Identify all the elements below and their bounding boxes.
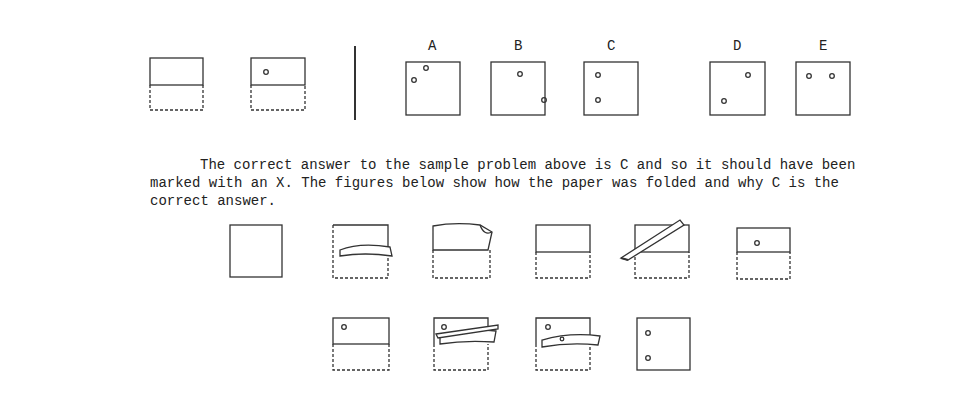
option-letter: D xyxy=(733,37,741,55)
fold-step xyxy=(251,58,305,110)
paper xyxy=(230,225,282,277)
answer-option xyxy=(491,62,546,115)
option-letter: B xyxy=(514,37,522,55)
fold-step xyxy=(536,225,590,278)
fold-step xyxy=(333,225,392,278)
answer-option xyxy=(584,62,638,115)
option-letter: C xyxy=(607,37,615,55)
answer-option xyxy=(710,62,765,115)
answer-option xyxy=(406,62,460,115)
answer-figure xyxy=(637,318,690,370)
option-letter: E xyxy=(819,37,827,55)
option-letter: A xyxy=(428,37,436,55)
fold-step xyxy=(737,228,790,279)
fold-step xyxy=(333,318,389,370)
fold-step xyxy=(621,220,689,278)
answer-option xyxy=(796,62,850,115)
fold-step xyxy=(433,224,492,278)
fold-step xyxy=(150,58,203,110)
explanation-text: The correct answer to the sample problem… xyxy=(150,156,870,210)
divider xyxy=(354,46,356,120)
fold-step xyxy=(536,318,600,370)
fold-step xyxy=(434,318,498,370)
